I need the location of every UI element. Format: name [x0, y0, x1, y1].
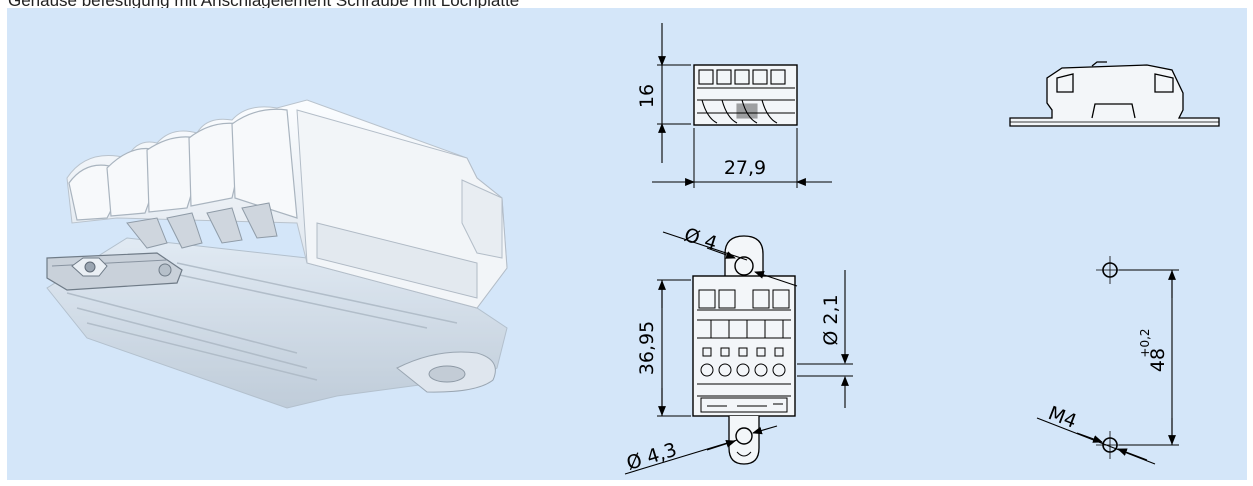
dim-tolerance: +0,2	[1138, 328, 1152, 357]
dim-height-top: 36,95	[636, 321, 658, 375]
mounting-pattern	[1036, 256, 1179, 465]
dim-spacing: 48	[1147, 348, 1169, 372]
dim-height-front: 16	[636, 84, 658, 108]
top-view	[624, 231, 853, 475]
technical-drawing-canvas: 16 27,9	[46, 23, 1220, 475]
front-view	[652, 23, 832, 188]
drawing-panel: 16 27,9	[7, 8, 1247, 480]
dim-thread: M4	[1045, 402, 1079, 433]
dim-hole-small: Ø 2,1	[820, 294, 842, 345]
product-render	[46, 99, 508, 409]
dim-width-front: 27,9	[724, 157, 766, 179]
dim-hole-large: Ø 4	[681, 224, 719, 255]
caption: Gehäuse befestigung mit Anschlagelement …	[8, 0, 520, 10]
side-view	[1009, 61, 1220, 127]
dim-hole-bottom: Ø 4,3	[624, 439, 679, 475]
